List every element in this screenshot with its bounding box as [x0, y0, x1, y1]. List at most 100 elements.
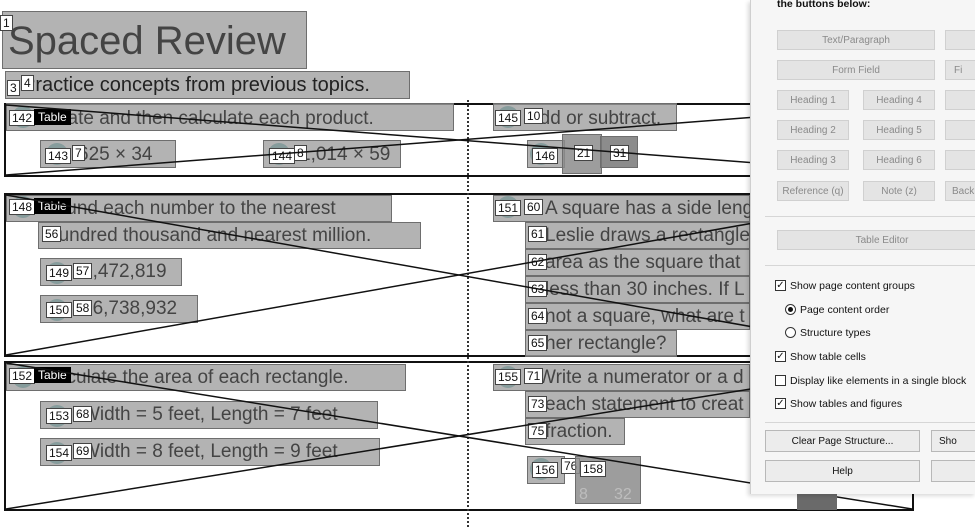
show-tables-figures-option[interactable]: ✓ Show tables and figures	[775, 396, 903, 412]
checkbox-checked-icon[interactable]: ✓	[775, 351, 786, 362]
page-title: Spaced Review	[8, 19, 286, 63]
tag-number: 68	[73, 406, 93, 422]
tag-number: 56	[42, 226, 62, 242]
heading-2-button[interactable]: Heading 2	[777, 120, 849, 140]
panel-instruction: the buttons below:	[777, 0, 871, 10]
tag-number: 152	[9, 368, 36, 384]
question-text: Estimate and then calculate each product…	[20, 108, 374, 129]
tag-number: 7	[72, 145, 85, 161]
tag-number: 149	[46, 265, 73, 281]
option-label: Show page content groups	[790, 280, 915, 292]
checkbox-unchecked-icon[interactable]	[775, 375, 786, 386]
structure-types-option[interactable]: Structure types	[785, 325, 871, 341]
radio-unselected-icon[interactable]	[785, 327, 796, 338]
problem-text: 16,738,932	[82, 298, 178, 319]
heading-1-button[interactable]: Heading 1	[777, 90, 849, 110]
checkbox-checked-icon[interactable]: ✓	[775, 280, 786, 291]
tag-button[interactable]	[945, 150, 975, 170]
tag-number: 150	[46, 302, 73, 318]
show-table-cells-option[interactable]: ✓ Show table cells	[775, 349, 866, 365]
figure-button[interactable]: Fi	[945, 60, 975, 80]
tag-number: 3	[7, 80, 20, 96]
subtitle-region[interactable]	[5, 71, 410, 99]
text-paragraph-button[interactable]: Text/Paragraph	[777, 30, 935, 50]
tag-number: 151	[495, 200, 522, 216]
page-content-order-option[interactable]: Page content order	[785, 302, 889, 318]
tag-number: 31	[610, 145, 630, 161]
tags-panel: the buttons below: Text/Paragraph Form F…	[750, 0, 975, 494]
tag-number: 69	[73, 443, 93, 459]
panel-button[interactable]	[931, 460, 975, 482]
tag-number: 73	[528, 396, 548, 412]
question-text: A square has a side length	[545, 198, 769, 219]
option-label: Structure types	[800, 327, 871, 339]
tag-button[interactable]	[945, 120, 975, 140]
question-text: each statement to creat	[545, 394, 744, 415]
tag-number: 142	[9, 110, 36, 126]
table-editor-button[interactable]: Table Editor	[777, 230, 975, 250]
tag-button[interactable]	[945, 30, 975, 50]
problem-text: Width = 8 feet, Length = 9 feet	[82, 441, 338, 462]
radio-selected-icon[interactable]	[785, 304, 796, 315]
form-field-button[interactable]: Form Field	[777, 60, 935, 80]
tag-number: 65	[528, 335, 548, 351]
help-button[interactable]: Help	[765, 460, 920, 482]
tag-number: 158	[580, 461, 607, 477]
heading-4-button[interactable]: Heading 4	[863, 90, 935, 110]
heading-3-button[interactable]: Heading 3	[777, 150, 849, 170]
question-text: Leslie draws a rectangle	[545, 225, 750, 246]
option-label: Show table cells	[790, 351, 866, 363]
tag-button[interactable]	[945, 90, 975, 110]
checkbox-checked-icon[interactable]: ✓	[775, 398, 786, 409]
question-text: area as the square that	[545, 252, 741, 273]
subtitle: Practice concepts from previous topics.	[22, 74, 370, 96]
tag-number: 1	[0, 15, 13, 31]
question-text: not a square, what are t	[545, 306, 745, 327]
question-text: Add or subtract.	[527, 108, 662, 129]
divider	[765, 265, 975, 266]
tag-number: 10	[524, 108, 544, 124]
reference-button[interactable]: Reference (q)	[777, 181, 849, 201]
question-text: hundred thousand and nearest million.	[48, 225, 372, 246]
tag-number: 154	[46, 445, 73, 461]
question-text: fraction.	[545, 421, 613, 442]
problem-text: 1,472,819	[82, 261, 167, 282]
question-text: her rectangle?	[545, 333, 667, 354]
fraction-denominator: 32	[614, 486, 632, 503]
tag-number: 64	[528, 308, 548, 324]
tag-number: 146	[532, 148, 559, 164]
option-label: Show tables and figures	[790, 398, 903, 410]
tag-number: 75	[528, 423, 548, 439]
background-button[interactable]: Back	[945, 181, 975, 201]
page-title-region[interactable]	[2, 11, 307, 69]
heading-6-button[interactable]: Heading 6	[863, 150, 935, 170]
display-like-elements-option[interactable]: Display like elements in a single block	[775, 373, 967, 389]
tag-number: 148	[9, 199, 36, 215]
tag-number: 58	[73, 300, 93, 316]
divider	[765, 422, 975, 423]
table-label: Table	[34, 367, 71, 383]
table-label: Table	[34, 109, 71, 125]
tag-number: 21	[574, 145, 594, 161]
tag-number: 153	[46, 408, 73, 424]
column-divider	[467, 100, 469, 527]
tag-number: 156	[532, 462, 559, 478]
tag-number: 61	[528, 226, 548, 242]
tag-number: 144	[269, 148, 296, 164]
tag-number: 145	[495, 110, 522, 126]
note-button[interactable]: Note (z)	[863, 181, 935, 201]
table-label: Table	[34, 198, 71, 214]
clear-page-structure-button[interactable]: Clear Page Structure...	[765, 430, 920, 452]
option-label: Display like elements in a single block	[790, 375, 967, 387]
question-text: Write a numerator or a d	[538, 367, 744, 388]
show-page-content-groups-option[interactable]: ✓ Show page content groups	[775, 278, 915, 294]
question-text: Round each number to the nearest	[42, 198, 336, 219]
tag-number: 8	[294, 145, 307, 161]
question-text: less than 30 inches. If L	[545, 279, 745, 300]
tag-number: 155	[495, 369, 522, 385]
problem-text: 1,014 × 59	[300, 144, 391, 165]
show-button[interactable]: Sho	[931, 430, 975, 452]
tag-number: 57	[73, 263, 93, 279]
heading-5-button[interactable]: Heading 5	[863, 120, 935, 140]
problem-text: Width = 5 feet, Length = 7 feet	[82, 404, 338, 425]
